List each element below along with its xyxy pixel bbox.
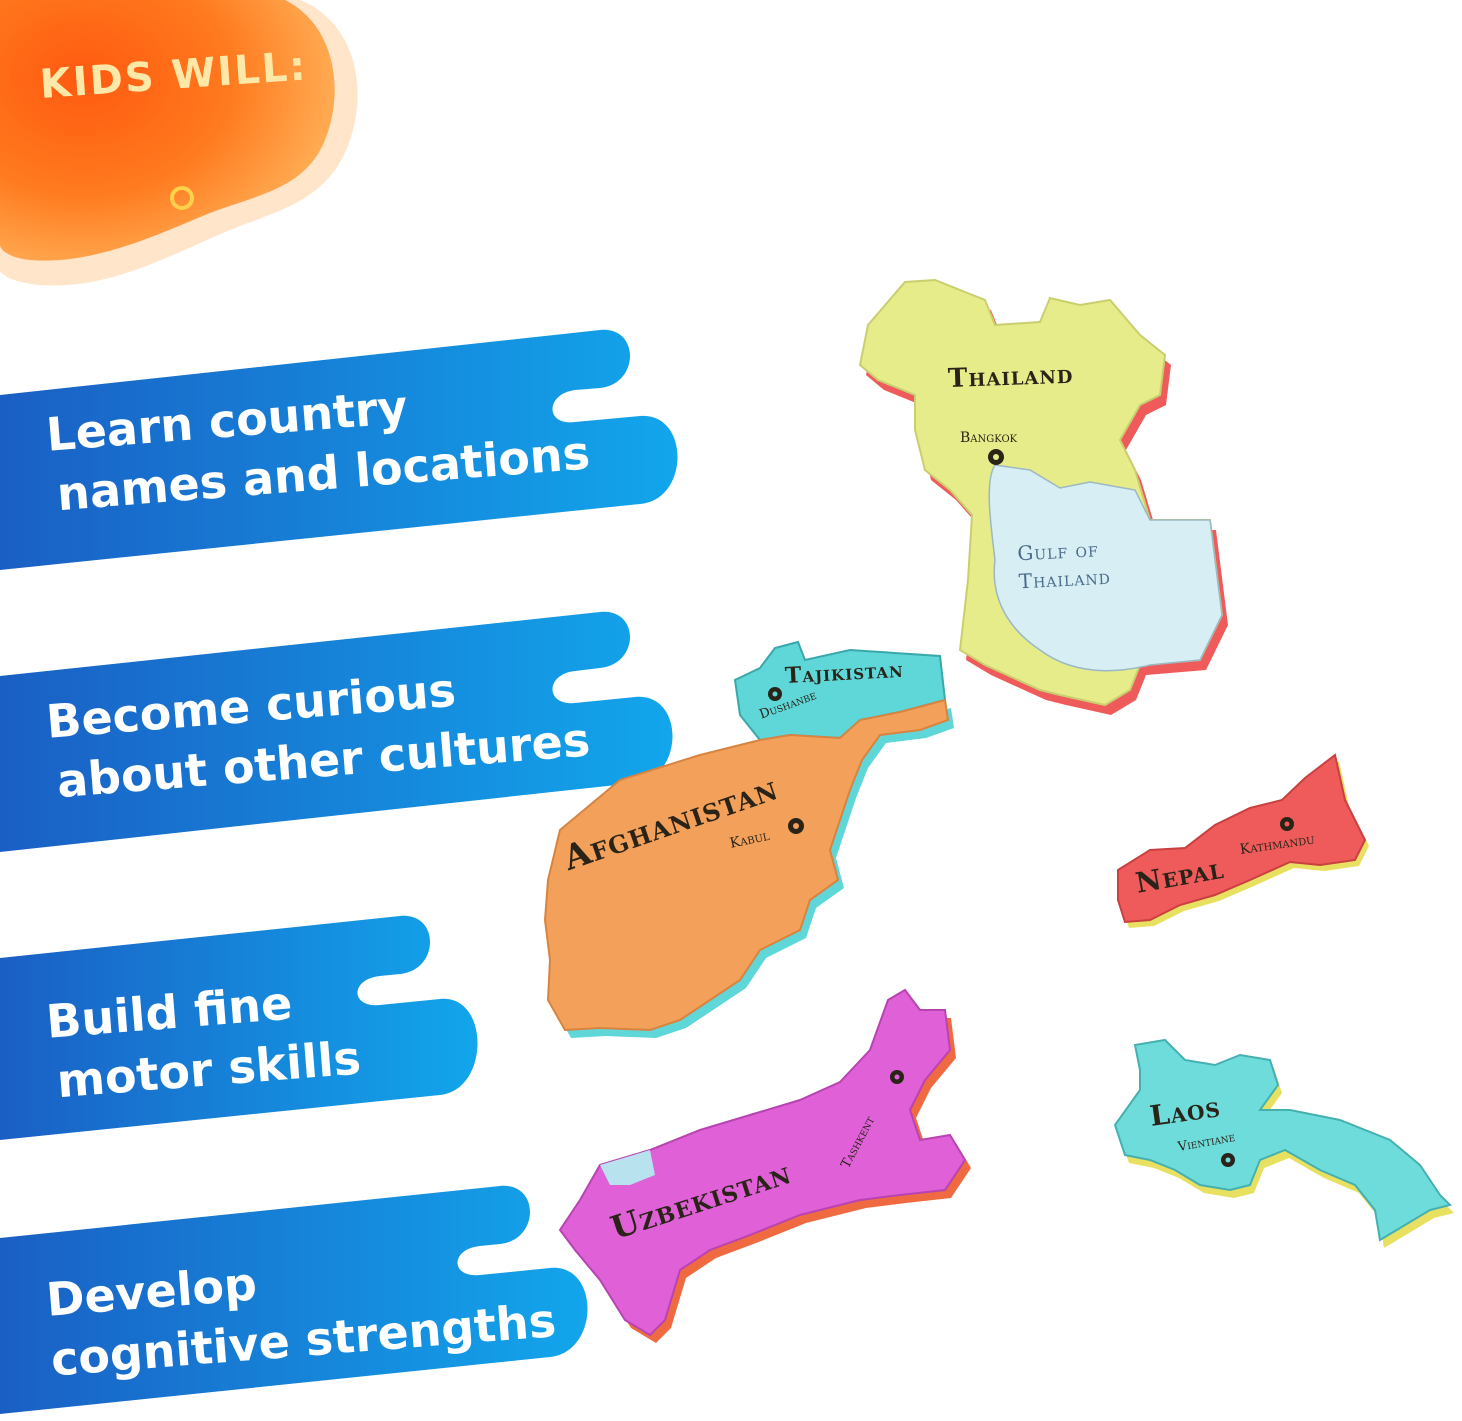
ribbon-1: [0, 329, 678, 570]
gulf-label-line2: Thailand: [1018, 564, 1112, 594]
gulf-label: Gulf of Thailand: [1017, 535, 1112, 596]
gulf-of-thailand: [988, 464, 1223, 672]
thailand-piece[interactable]: [858, 278, 1228, 715]
ribbon-4: [0, 1185, 588, 1414]
afghanistan-piece[interactable]: [543, 698, 954, 1038]
benefit-ribbons: [0, 329, 678, 1414]
small-ring-icon: [170, 186, 194, 210]
aral-sea-area: [600, 1150, 655, 1185]
nepal-piece[interactable]: [1117, 753, 1369, 928]
thailand-label: Thailand: [947, 359, 1074, 394]
uzbekistan-piece[interactable]: [558, 988, 971, 1343]
laos-piece[interactable]: [1113, 1038, 1454, 1248]
ribbon-3: [0, 915, 478, 1140]
ribbon-2: [0, 611, 673, 852]
header-blob: [0, 0, 358, 286]
bangkok-label: Bangkok: [960, 430, 1018, 446]
